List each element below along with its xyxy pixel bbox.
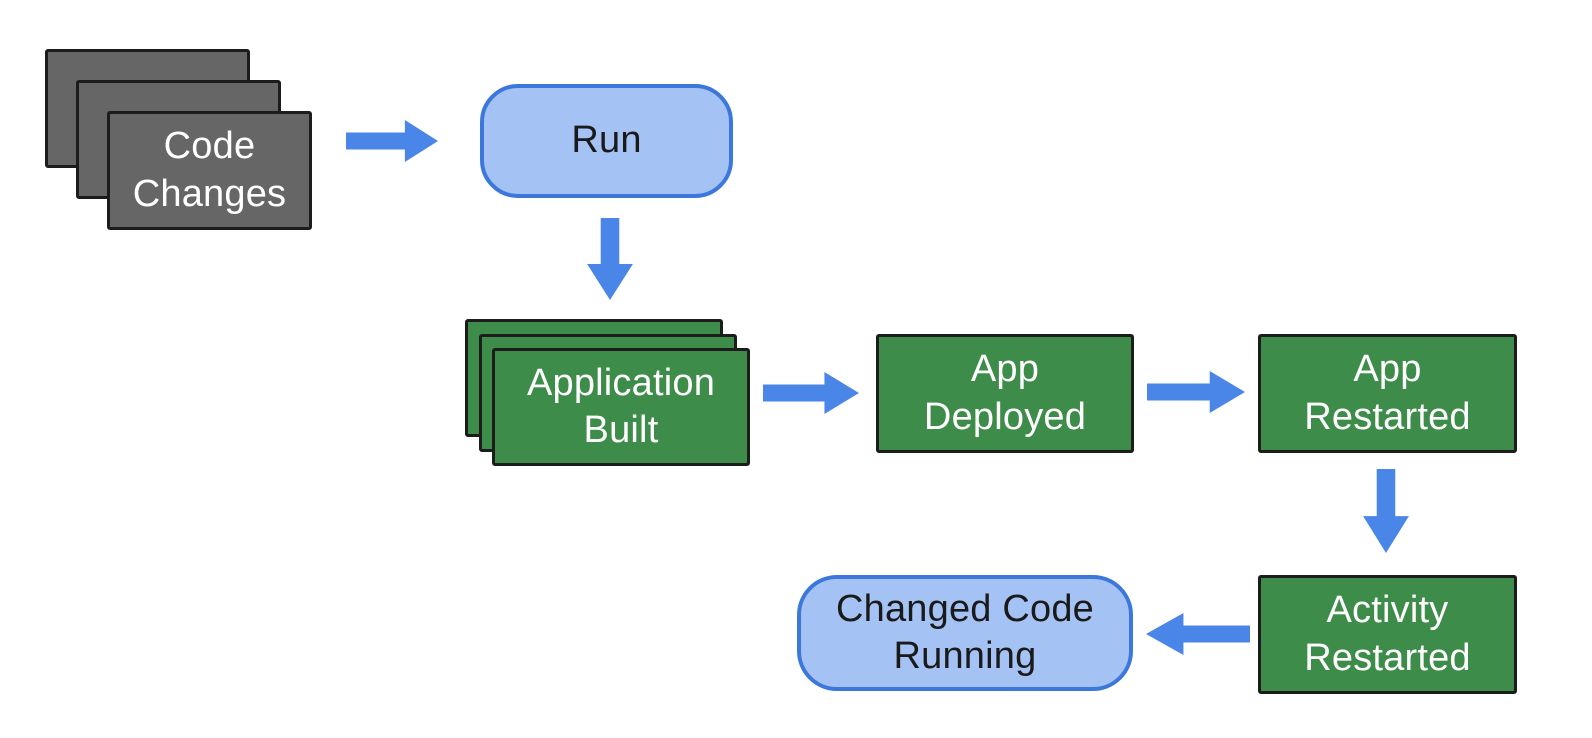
connector-activity-restarted-to-changed-code-running-left-arrow-icon [1146,612,1250,656]
stack-layer-front: Code Changes [107,111,312,230]
connector-run-to-application-built-down-arrow-icon [586,218,634,300]
connector-app-restarted-to-activity-restarted-down-arrow-icon [1362,469,1410,553]
node-label-app-restarted: App Restarted [1304,348,1471,438]
connector-app-deployed-to-app-restarted-right-arrow-icon [1147,370,1245,414]
node-label-run: Run [571,119,642,162]
node-code-changes: Code Changes [45,49,312,230]
node-app-deployed: App Deployed [876,334,1134,453]
node-label-activity-restarted: Activity Restarted [1304,589,1471,679]
stack-layer-front: Application Built [492,348,750,466]
node-changed-code-running: Changed Code Running [797,575,1133,691]
node-app-restarted: App Restarted [1258,334,1517,453]
node-label-app-deployed: App Deployed [923,348,1087,438]
node-activity-restarted: Activity Restarted [1258,575,1517,694]
node-run: Run [480,84,733,198]
node-label-code-changes: Code Changes [132,125,287,215]
connector-application-built-to-app-deployed-right-arrow-icon [763,371,859,415]
connector-code-changes-to-run-right-arrow-icon [346,119,438,163]
node-application-built: Application Built [465,319,750,466]
node-label-changed-code-running: Changed Code Running [835,587,1095,677]
node-label-application-built: Application Built [526,361,716,451]
